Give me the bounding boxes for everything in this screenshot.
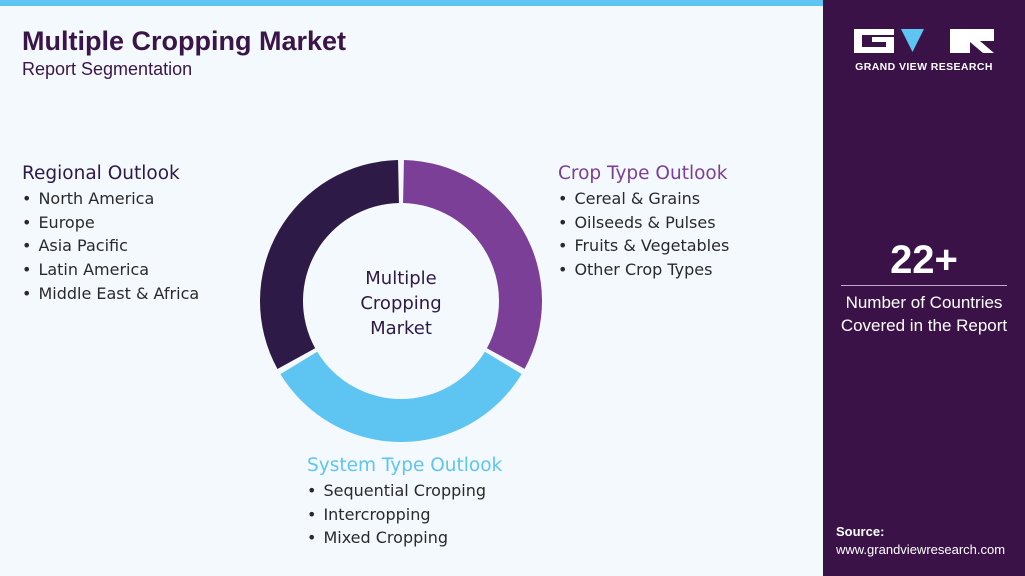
list-item: Other Crop Types	[558, 258, 729, 282]
list-item: Sequential Cropping	[307, 479, 502, 503]
system-type-outlook-title: System Type Outlook	[307, 455, 503, 476]
crop-type-outlook-list: Cereal & Grains Oilseeds & Pulses Fruits…	[558, 187, 729, 282]
donut-center-line: Cropping	[360, 293, 442, 314]
source-label: Source:	[836, 524, 885, 539]
list-item: Asia Pacific	[22, 234, 199, 258]
list-item: North America	[22, 187, 199, 211]
system-type-outlook-segment: System Type Outlook Sequential Cropping …	[307, 455, 502, 550]
stat-divider	[841, 285, 1007, 286]
list-item: Mixed Cropping	[307, 526, 502, 550]
regional-outlook-list: North America Europe Asia Pacific Latin …	[22, 187, 199, 306]
list-item: Fruits & Vegetables	[558, 234, 729, 258]
main-panel: Multiple Cropping Market Report Segmenta…	[0, 0, 823, 576]
countries-stat-label: Number of Countries Covered in the Repor…	[823, 291, 1025, 337]
list-item: Cereal & Grains	[558, 187, 729, 211]
stat-label-line: Covered in the Report	[840, 316, 1008, 335]
list-item: Intercropping	[307, 503, 502, 527]
donut-center-line: Market	[370, 318, 432, 339]
donut-center-label: Multiple Cropping Market	[326, 266, 476, 341]
stat-label-line: Number of Countries	[845, 293, 1003, 312]
list-item: Latin America	[22, 258, 199, 282]
list-item: Middle East & Africa	[22, 282, 199, 306]
page-subtitle: Report Segmentation	[22, 59, 193, 79]
crop-type-outlook-title: Crop Type Outlook	[558, 163, 728, 184]
regional-outlook-title: Regional Outlook	[22, 163, 180, 184]
source-url: www.grandviewresearch.com	[836, 542, 1006, 557]
logo-text: GRAND VIEW RESEARCH	[855, 61, 993, 73]
sidebar: GRAND VIEW RESEARCH 22+ Number of Countr…	[823, 0, 1025, 576]
system-type-outlook-list: Sequential Cropping Intercropping Mixed …	[307, 479, 502, 550]
list-item: Europe	[22, 211, 199, 235]
list-item: Oilseeds & Pulses	[558, 211, 729, 235]
donut-segment-crop	[403, 160, 542, 369]
countries-stat-value: 22+	[890, 238, 958, 282]
donut-segment-regional	[260, 160, 399, 369]
grand-view-research-logo-icon	[854, 29, 994, 53]
donut-center-line: Multiple	[365, 268, 437, 289]
page-title: Multiple Cropping Market	[22, 26, 346, 56]
crop-type-outlook-segment: Crop Type Outlook Cereal & Grains Oilsee…	[558, 163, 729, 282]
segmentation-donut	[260, 160, 542, 442]
donut-segment-system	[280, 351, 522, 442]
regional-outlook-segment: Regional Outlook North America Europe As…	[22, 163, 199, 306]
top-accent-bar	[0, 0, 823, 6]
